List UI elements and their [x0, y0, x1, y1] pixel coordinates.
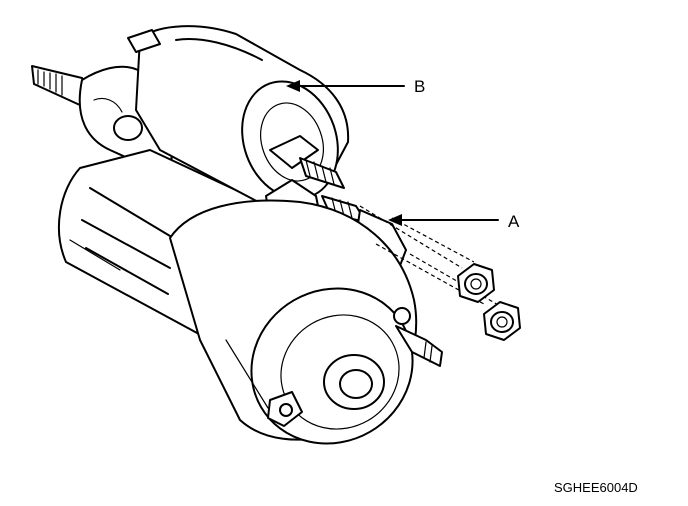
- end-cap: [169, 199, 418, 445]
- rear-bolt: [393, 307, 443, 367]
- terminal-nut-lower: [483, 301, 521, 341]
- callout-a: A: [388, 212, 520, 231]
- terminal-nut-upper: [457, 263, 495, 303]
- callout-a-label: A: [508, 212, 520, 231]
- terminal-studs: [269, 135, 367, 223]
- callout-b: B: [286, 77, 425, 96]
- callout-b-label: B: [414, 77, 425, 96]
- figure-code: SGHEE6004D: [554, 480, 638, 495]
